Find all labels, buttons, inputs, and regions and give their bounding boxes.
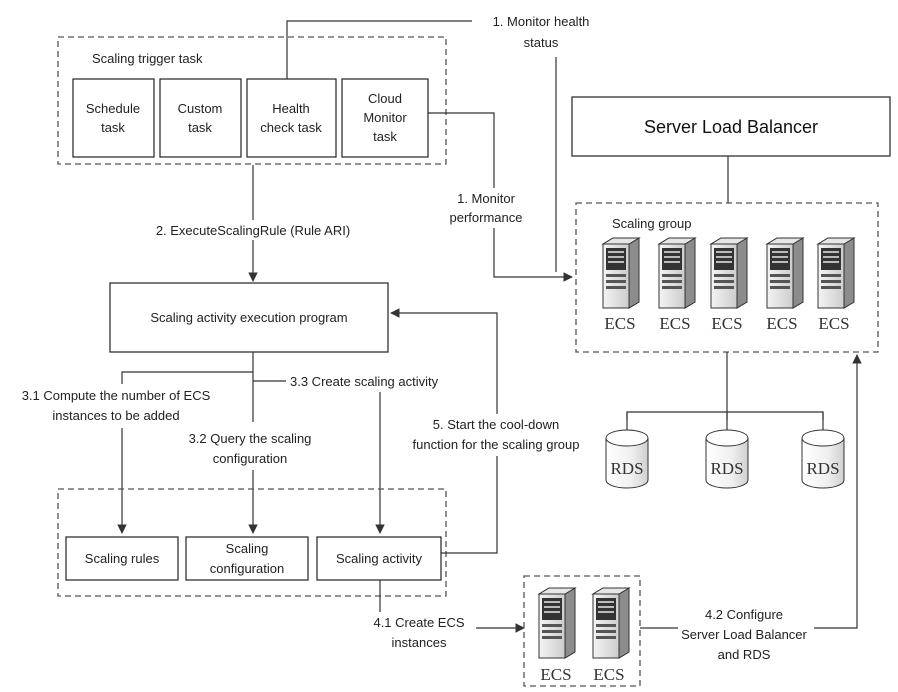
scaling-activity-label: Scaling activity: [336, 551, 422, 566]
scaling-rules-label: Scaling rules: [85, 551, 160, 566]
rds-label: RDS: [806, 459, 839, 478]
label-cooldown: 5. Start the cool-down: [433, 417, 559, 432]
label-bg: [176, 428, 326, 470]
task-box-health-check: Health check task: [246, 78, 337, 158]
scaling-group-title: Scaling group: [612, 216, 692, 231]
label-cooldown-2: function for the scaling group: [413, 437, 580, 452]
task-label: Health: [272, 101, 310, 116]
rds-db-3: RDS: [801, 429, 845, 489]
label-bg: [286, 372, 462, 392]
server-load-balancer-label: Server Load Balancer: [644, 117, 818, 137]
server-icon: [602, 237, 640, 309]
label-create-ecs: 4.1 Create ECS: [373, 615, 464, 630]
label-bg: [364, 612, 476, 654]
new-ecs-server-1: ECS: [538, 587, 576, 684]
label-bg: [396, 414, 596, 456]
label-configure: 4.2 Configure: [705, 607, 783, 622]
scaling-configuration-box: Scaling configuration: [185, 536, 309, 581]
ecs-server-1: ECS: [602, 237, 640, 333]
scaling-rules-box: Scaling rules: [65, 536, 179, 581]
monitor-health-connector: [286, 20, 472, 79]
execution-program-label: Scaling activity execution program: [150, 310, 347, 325]
label-query-config-2: configuration: [213, 451, 287, 466]
ecs-label: ECS: [818, 314, 849, 333]
label-configure-3: and RDS: [718, 647, 771, 662]
label-execute-rule: 2. ExecuteScalingRule (Rule ARI): [156, 223, 350, 238]
task-label: Cloud: [368, 91, 402, 106]
ecs-label: ECS: [659, 314, 690, 333]
rds-label: RDS: [610, 459, 643, 478]
rds-label: RDS: [710, 459, 743, 478]
ecs-server-3: ECS: [710, 237, 748, 333]
trigger-group-title: Scaling trigger task: [92, 51, 203, 66]
task-box-custom: Custom task: [159, 78, 242, 158]
scaling-configuration-label-2: configuration: [210, 561, 284, 576]
server-icon: [710, 237, 748, 309]
trigger-group-border: [57, 36, 447, 165]
label-create-ecs-2: instances: [392, 635, 447, 650]
server-icon: [592, 587, 630, 659]
server-icon: [817, 237, 855, 309]
server-load-balancer-box: [571, 96, 891, 157]
task-label: task: [373, 129, 397, 144]
server-icon: [766, 237, 804, 309]
label-bg: [140, 220, 366, 240]
label-monitor-health: 1. Monitor health: [493, 14, 590, 29]
label-create-activity: 3.3 Create scaling activity: [290, 374, 439, 389]
label-compute: 3.1 Compute the number of ECS: [22, 388, 211, 403]
bottom-group-border: [57, 488, 447, 597]
rds-db-2: RDS: [705, 429, 749, 489]
task-label: task: [101, 120, 125, 135]
ecs-server-2: ECS: [658, 237, 696, 333]
server-icon: [658, 237, 696, 309]
label-monitor-performance-2: performance: [450, 210, 523, 225]
scaling-configuration-label: Scaling: [226, 541, 269, 556]
task-box-cloud-monitor: Cloud Monitor task: [341, 78, 429, 158]
label-configure-2: Server Load Balancer: [681, 627, 807, 642]
label-compute-2: instances to be added: [52, 408, 179, 423]
new-ecs-group-border: [523, 575, 641, 687]
label-query-config: 3.2 Query the scaling: [189, 431, 312, 446]
task-box-schedule: Schedule task: [72, 78, 155, 158]
task-label: Schedule: [86, 101, 140, 116]
compute-arrow: [117, 371, 253, 534]
ecs-label: ECS: [766, 314, 797, 333]
label-bg: [4, 384, 236, 428]
ecs-label: ECS: [604, 314, 635, 333]
ecs-label: ECS: [540, 665, 571, 684]
task-label: Monitor: [363, 110, 407, 125]
new-ecs-server-2: ECS: [592, 587, 630, 684]
rds-db-1: RDS: [605, 429, 649, 489]
server-icon: [538, 587, 576, 659]
label-bg: [678, 604, 814, 664]
label-monitor-performance: 1. Monitor: [457, 191, 515, 206]
rds-branch: [626, 411, 824, 420]
task-label: check task: [260, 120, 322, 135]
ecs-label: ECS: [593, 665, 624, 684]
ecs-label: ECS: [711, 314, 742, 333]
execution-program-box: [109, 282, 389, 353]
scaling-activity-box: Scaling activity: [316, 536, 442, 581]
label-bg: [440, 188, 536, 228]
ecs-server-5: ECS: [817, 237, 855, 333]
task-label: Custom: [178, 101, 223, 116]
label-monitor-health-2: status: [524, 35, 559, 50]
ecs-server-4: ECS: [766, 237, 804, 333]
task-label: task: [188, 120, 212, 135]
configure-slb-rds-arrow: [640, 354, 862, 629]
